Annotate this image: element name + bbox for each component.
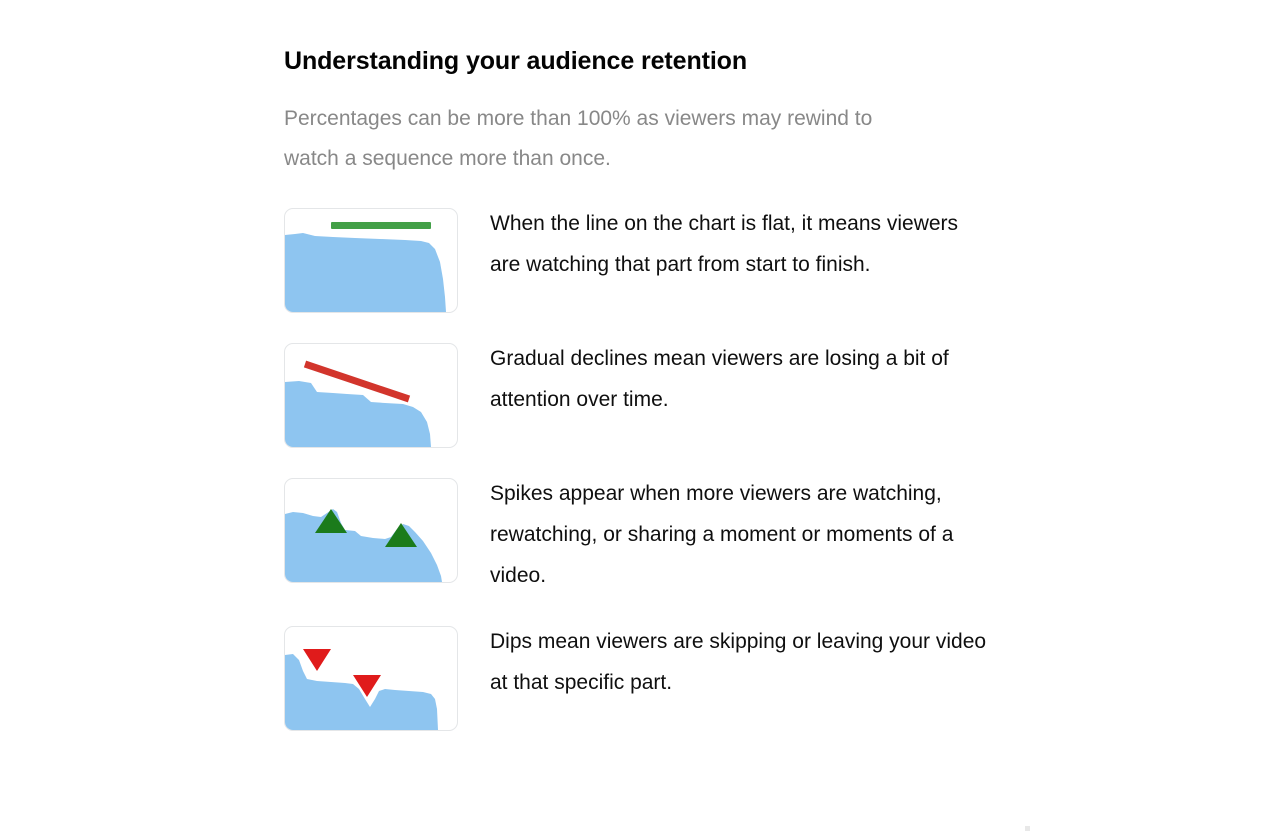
retention-area-shape — [285, 233, 446, 312]
dips-retention-chart-graphic — [285, 649, 438, 730]
retention-area-shape — [285, 509, 442, 582]
flat-retention-chart-icon — [284, 208, 458, 313]
spikes-retention-chart-graphic — [285, 509, 442, 582]
list-item: When the line on the chart is flat, it m… — [284, 208, 1044, 313]
spikes-retention-row: Spikes appear when more viewers are watc… — [284, 478, 1044, 596]
declining-retention-chart-icon — [284, 343, 458, 448]
tip-description: When the line on the chart is flat, it m… — [490, 212, 959, 276]
spikes-retention-chart-icon — [284, 478, 458, 583]
declining-retention-chart-graphic — [285, 360, 431, 447]
page-subtitle: Percentages can be more than 100% as vie… — [284, 107, 873, 170]
red-diagonal-decline-line-marker — [303, 360, 411, 403]
green-up-triangle-marker — [315, 509, 347, 533]
dips-retention-chart-icon — [284, 626, 458, 731]
retention-tips-list: When the line on the chart is flat, it m… — [284, 208, 1044, 731]
tip-description: Dips mean viewers are skipping or leavin… — [490, 630, 987, 694]
tip-description: Gradual declines mean viewers are losing… — [490, 347, 949, 411]
green-up-triangle-marker — [385, 523, 417, 547]
red-down-triangle-marker — [353, 675, 381, 697]
retention-area-shape — [285, 654, 438, 730]
page-title: Understanding your audience retention — [284, 47, 748, 75]
page-corner-artifact — [1025, 826, 1030, 831]
red-down-triangle-marker — [303, 649, 331, 671]
tip-description: Spikes appear when more viewers are watc… — [490, 482, 954, 587]
retention-area-shape — [285, 381, 431, 447]
list-item: Gradual declines mean viewers are losing… — [284, 343, 1044, 448]
dips-retention-row: Dips mean viewers are skipping or leavin… — [284, 626, 1044, 731]
green-horizontal-line-marker — [331, 222, 431, 229]
content-column: Understanding your audience retention Pe… — [284, 0, 1044, 732]
flat-retention-chart-graphic — [285, 222, 446, 312]
